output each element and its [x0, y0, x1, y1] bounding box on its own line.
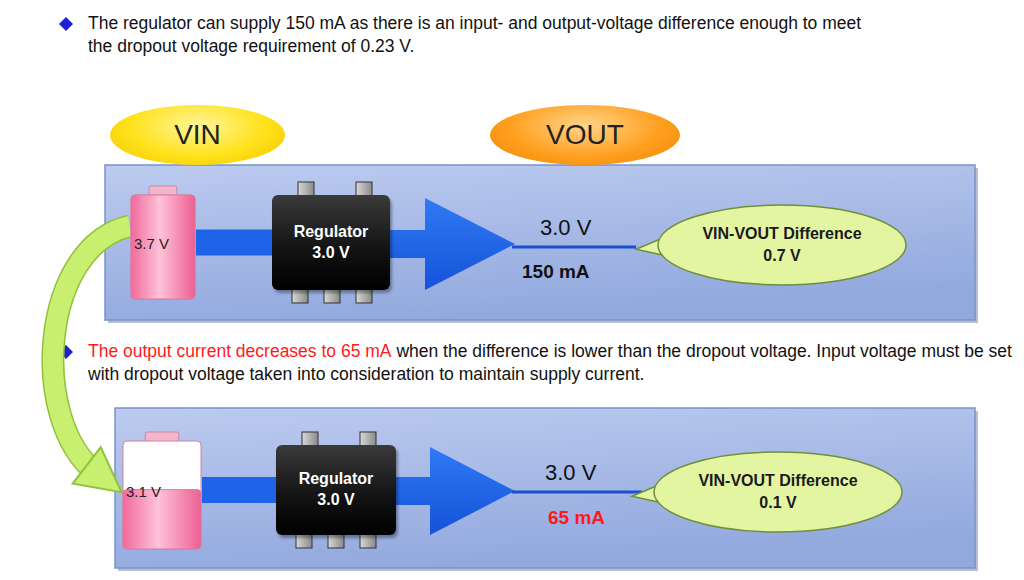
- battery-body: [131, 195, 195, 299]
- chip-pin: [356, 288, 372, 303]
- chip-pin: [292, 288, 308, 303]
- battery-body: [123, 441, 201, 549]
- battery: 3.7 V: [130, 186, 196, 300]
- output-arrow: [395, 447, 515, 535]
- panel: [115, 408, 975, 568]
- vin-oval: VIN: [110, 105, 285, 165]
- current-bar: [196, 230, 272, 256]
- node-text: VIN-VOUT Difference: [702, 223, 861, 245]
- connector: [202, 490, 276, 491]
- vout-oval: VOUT: [490, 105, 680, 165]
- current-label: 150 mA: [522, 261, 590, 282]
- node-text: VIN-VOUT Difference: [698, 470, 857, 492]
- node-subtext: 0.7 V: [763, 245, 800, 267]
- connector: [196, 242, 272, 243]
- voltage-label: 3.0 V: [545, 460, 596, 485]
- bubble-shape: [652, 450, 904, 534]
- label-block: The regulator can supply 150 mA as there…: [88, 12, 878, 59]
- regulator-chip: Regulator3.0 V: [272, 195, 390, 290]
- node-text: 3.7 V: [134, 235, 169, 252]
- label-block: 65 mA: [548, 507, 605, 529]
- chip-pin: [360, 533, 376, 548]
- bubble-shape: [656, 203, 908, 287]
- regulator-chip: Regulator3.0 V: [276, 445, 396, 535]
- label-block: 3.0 V: [540, 215, 591, 241]
- node-text: Regulator: [294, 222, 369, 243]
- node-text: Regulator: [299, 469, 374, 490]
- node-subtext: 3.0 V: [317, 490, 354, 511]
- node-subtext: 3.0 V: [312, 243, 349, 264]
- bubble-outline: [654, 452, 902, 532]
- current-label: 65 mA: [548, 507, 605, 528]
- chip-pin: [324, 288, 340, 303]
- node-text: 3.1 V: [126, 483, 161, 500]
- node-text: VOUT: [546, 119, 624, 151]
- node-subtext: 0.1 V: [759, 492, 796, 514]
- bullet-diamond: [59, 17, 73, 31]
- chip-pin: [296, 533, 312, 548]
- label-block: The output current decreases to 65 mAwhe…: [88, 340, 1016, 387]
- chip-pin: [328, 533, 344, 548]
- node-text: VIN: [174, 119, 221, 151]
- output-arrow: [388, 198, 515, 290]
- voltage-label: 3.0 V: [540, 215, 591, 240]
- label-block: 3.0 V: [545, 460, 596, 486]
- bubble-tail-join: [662, 235, 678, 257]
- output-line: [512, 491, 642, 494]
- speech-bubble: VIN-VOUT Difference0.1 V: [652, 450, 904, 534]
- speech-bubble: VIN-VOUT Difference0.7 V: [656, 203, 908, 287]
- bullet-text-highlight: The output current decreases to 65 mA: [88, 341, 392, 361]
- label-block: 150 mA: [522, 261, 590, 283]
- output-line: [512, 246, 636, 249]
- bubble-outline: [658, 205, 906, 285]
- current-bar: [202, 477, 276, 503]
- bullet-text: The regulator can supply 150 mA as there…: [88, 13, 861, 56]
- battery-charge: [131, 195, 195, 299]
- battery: 3.1 V: [122, 432, 202, 550]
- panel: [105, 165, 975, 320]
- bubble-tail-join: [658, 482, 674, 504]
